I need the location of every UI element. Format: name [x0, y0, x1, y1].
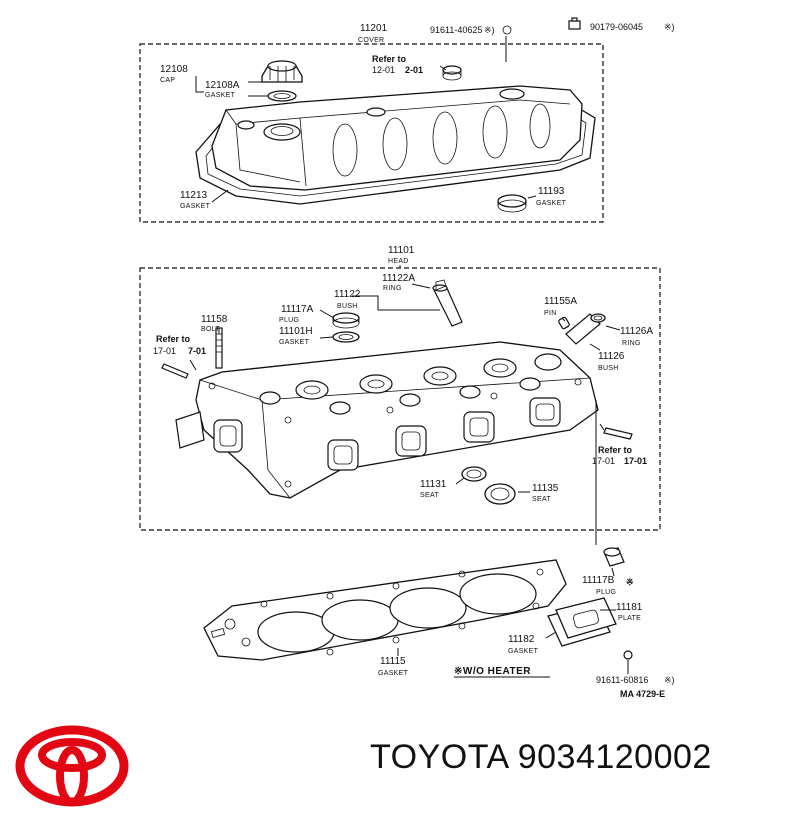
- label-ring2-number: 11126A: [620, 326, 653, 337]
- label-bush-name: BUSH: [337, 303, 358, 310]
- diagram-code: MA 4729-E: [620, 689, 665, 699]
- label-seat1-number: 11131: [420, 479, 447, 490]
- label-plug-name: PLUG: [279, 317, 299, 324]
- valve-seat-2: [484, 483, 516, 505]
- valve-cover-shape: [211, 85, 583, 191]
- cover-group-border: [139, 43, 604, 223]
- bush-part: [433, 285, 463, 327]
- label-top-bolt-number: 91611-40625: [430, 25, 482, 35]
- label-cap-gasket-number: 12108A: [205, 80, 240, 91]
- head-gasket-group: 11117B ※ PLUG 11181 PLATE 11182 GASKET 1…: [203, 547, 675, 699]
- label-bolt-name: BOLT: [201, 326, 220, 333]
- label-bush2-name: BUSH: [598, 365, 619, 372]
- label-cover-number: 11201: [360, 23, 388, 34]
- label-bush2-number: 11126: [598, 351, 625, 362]
- label-pin-name: PIN: [544, 310, 557, 317]
- valve-seat-1: [461, 466, 487, 482]
- label-refer-right-a: Refer to: [598, 445, 633, 455]
- label-plate-gasket-name: GASKET: [508, 648, 539, 655]
- label-cover-gasket-number: 11213: [180, 190, 208, 201]
- cylinder-bore-4: [459, 573, 537, 615]
- label-refer-top-b: 12-01: [372, 65, 395, 75]
- label-cap-gasket-name: GASKET: [205, 92, 236, 99]
- label-head-gasket-number: 11115: [380, 656, 406, 667]
- label-cap-name: CAP: [160, 77, 175, 84]
- label-refer-left-a: Refer to: [156, 334, 191, 344]
- top-bolt-icon: [502, 25, 512, 35]
- label-head-name: HEAD: [388, 258, 409, 265]
- label-refer-left-b: 17-01: [153, 346, 176, 356]
- label-ring-number: 11122A: [382, 273, 415, 284]
- head-group-border: [139, 267, 661, 531]
- label-plug-b-name: PLUG: [596, 589, 616, 596]
- label-ring2-name: RING: [622, 340, 641, 347]
- label-plate-name: PLATE: [618, 615, 641, 622]
- label-heater-note: ※W/O HEATER: [454, 666, 531, 677]
- valve-cover-group: 11201 COVER 91611-40625 ※) 90179-06045 ※…: [139, 17, 675, 223]
- cylinder-head-group: 11101 HEAD: [139, 245, 661, 545]
- label-refer-right-c: 17-01: [624, 456, 647, 466]
- label-gasket-h-name: GASKET: [279, 339, 310, 346]
- label-bottom-bolt-number: 91611-60816: [596, 675, 648, 685]
- label-top-bolt-mark: ※): [484, 25, 495, 35]
- cam-saddles: [259, 353, 562, 415]
- cylinder-head-shape: [195, 341, 599, 499]
- label-bottom-bolt-mark: ※): [664, 675, 675, 685]
- label-refer-left-c: 7-01: [188, 346, 206, 356]
- label-plug-b-mark: ※: [626, 577, 634, 587]
- label-plug-number: 11117A: [281, 304, 314, 315]
- cylinder-bore-2: [321, 599, 399, 641]
- label-plate-number: 11181: [616, 602, 643, 613]
- label-top-nut-number: 90179-06045: [590, 22, 643, 32]
- brand-part-number: TOYOTA 9034120002: [370, 738, 712, 776]
- label-pin-number: 11155A: [544, 296, 577, 307]
- label-head-number: 11101: [388, 245, 415, 256]
- label-plug-gasket-number: 11193: [538, 186, 565, 197]
- label-bush-number: 11122: [334, 289, 361, 300]
- label-cover-gasket-name: GASKET: [180, 203, 211, 210]
- label-seat2-name: SEAT: [532, 496, 551, 503]
- gasket-bolt-holes: [224, 568, 544, 656]
- label-gasket-h-number: 11101H: [279, 326, 313, 337]
- label-refer-right-b: 17-01: [592, 456, 615, 466]
- label-seat2-number: 11135: [532, 483, 559, 494]
- label-cover-name: COVER: [358, 37, 384, 44]
- engine-head-exploded-diagram: 11201 COVER 91611-40625 ※) 90179-06045 ※…: [139, 17, 675, 699]
- label-head-gasket-name: GASKET: [378, 670, 409, 677]
- label-plate-gasket-number: 11182: [508, 634, 535, 645]
- label-bolt-number: 11158: [201, 314, 228, 325]
- label-cap-number: 12108: [160, 64, 188, 75]
- rear-bush-part: [565, 313, 601, 345]
- label-plug-b-number: 11117B: [582, 575, 615, 586]
- ports: [213, 397, 561, 471]
- label-refer-top-c: 2-01: [405, 65, 423, 75]
- label-refer-top-a: Refer to: [372, 54, 407, 64]
- label-top-nut-mark: ※): [664, 22, 675, 32]
- label-plug-gasket-name: GASKET: [536, 200, 567, 207]
- cylinder-bore-3: [389, 587, 467, 629]
- label-seat1-name: SEAT: [420, 492, 439, 499]
- plate-shape: [555, 597, 617, 639]
- label-ring-name: RING: [383, 285, 402, 292]
